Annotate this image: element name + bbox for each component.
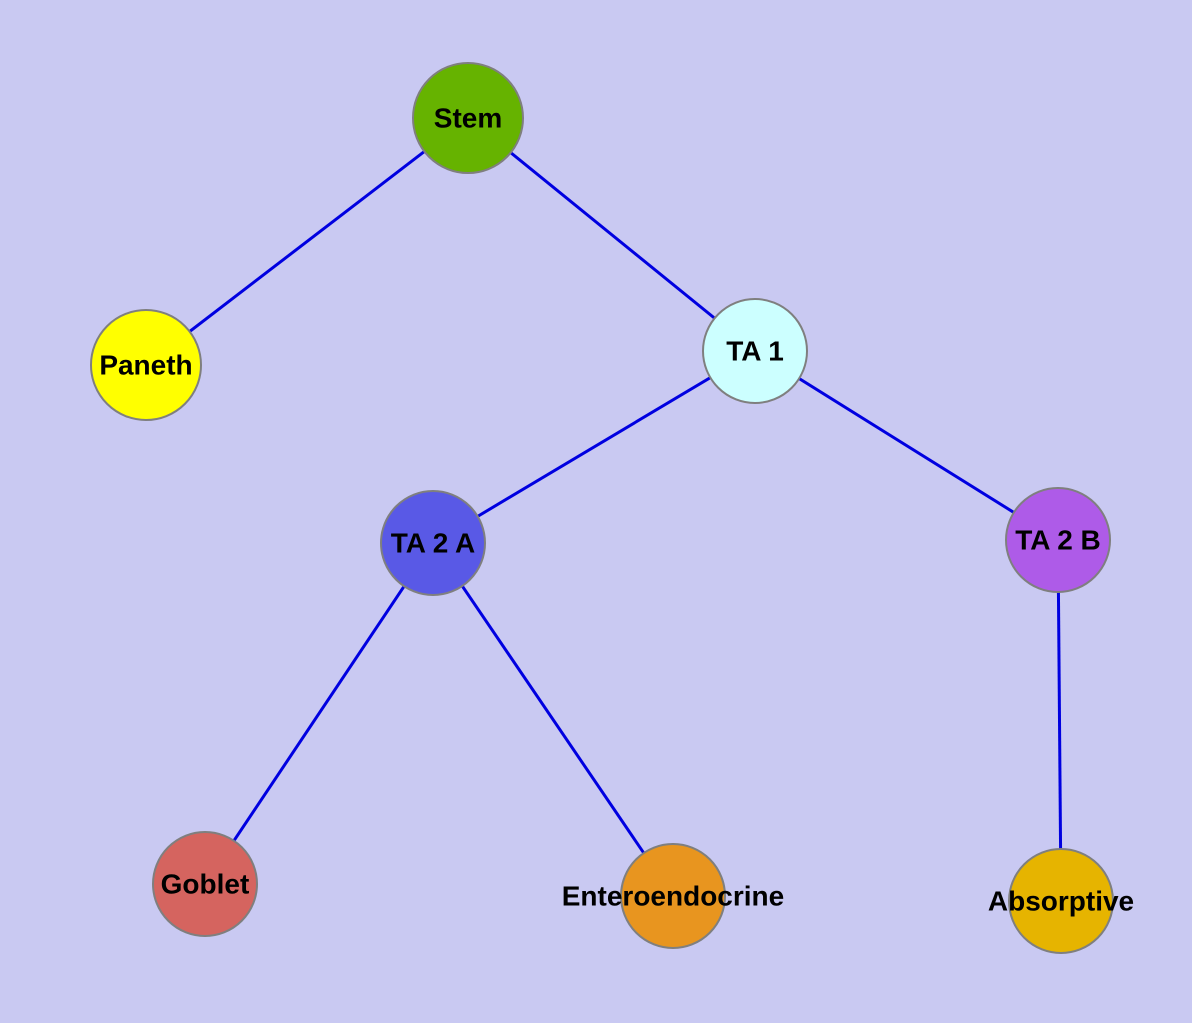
node-stem[interactable]: Stem [412,62,524,174]
node-ta-2-b[interactable]: TA 2 B [1005,487,1111,593]
edge-stem-to-ta-1 [467,116,756,353]
edge-ta-2-b-to-absorptive [1056,539,1063,902]
edge-ta-1-to-ta-2-b [754,349,1059,542]
edge-ta-2-a-to-goblet [203,542,435,885]
node-ta-2-a[interactable]: TA 2 A [380,490,486,596]
node-circle-goblet[interactable] [152,831,258,937]
node-circle-paneth[interactable] [90,309,202,421]
node-enteroendocrine[interactable]: Enteroendocrine [562,843,784,949]
node-circle-ta-2-b[interactable] [1005,487,1111,593]
node-ta-1[interactable]: TA 1 [702,298,808,404]
node-circle-absorptive[interactable] [1008,848,1114,954]
edge-stem-to-paneth [145,116,469,367]
node-paneth[interactable]: Paneth [90,309,202,421]
node-circle-ta-1[interactable] [702,298,808,404]
edge-ta-2-a-to-enteroendocrine [431,542,675,897]
node-circle-ta-2-a[interactable] [380,490,486,596]
node-circle-enteroendocrine[interactable] [620,843,726,949]
node-absorptive[interactable]: Absorptive [988,848,1134,954]
edge-ta-1-to-ta-2-a [432,349,756,545]
node-goblet[interactable]: Goblet [152,831,258,937]
node-circle-stem[interactable] [412,62,524,174]
